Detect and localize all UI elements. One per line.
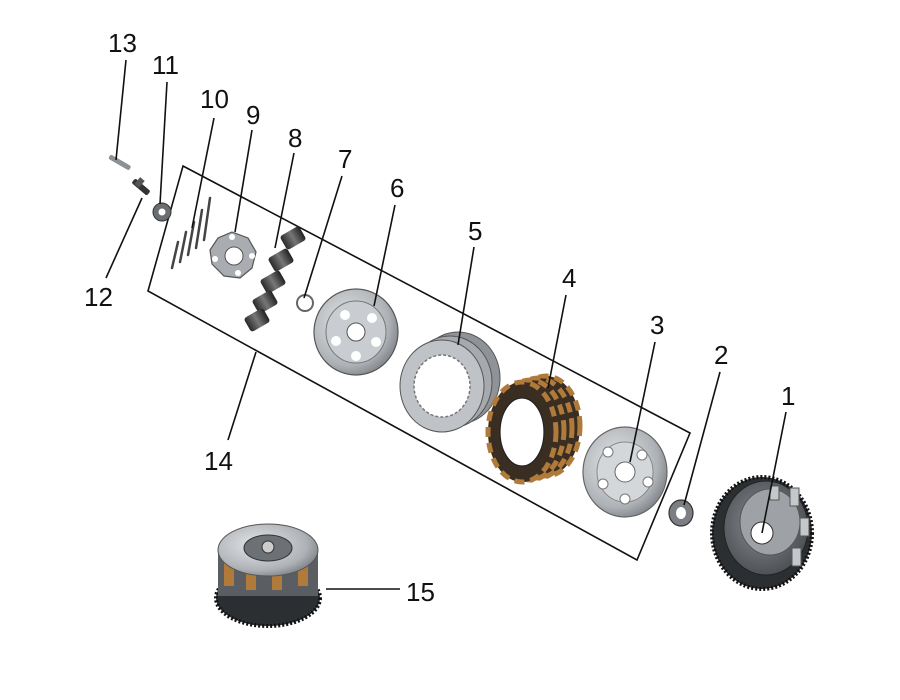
leader-6	[373, 204, 396, 307]
callout-4: 4	[562, 263, 576, 293]
leader-14	[227, 351, 257, 441]
callout-11: 11	[152, 50, 179, 80]
pin-part-13	[108, 155, 131, 170]
leader-8	[274, 152, 295, 249]
steel-plates-part-5	[399, 331, 501, 433]
leader-3	[629, 341, 656, 463]
leader-10	[191, 117, 215, 229]
springs-part-8	[244, 226, 306, 332]
assembled-clutch-part-15	[214, 523, 322, 628]
callout-15: 15	[406, 577, 435, 607]
callout-14: 14	[204, 446, 233, 476]
callout-1: 1	[781, 381, 795, 411]
friction-plates-part-4	[485, 373, 583, 485]
callout-8: 8	[288, 123, 302, 153]
clutch-center-part-3	[582, 426, 668, 518]
pressure-plate-part-6	[313, 288, 399, 376]
thrust-washer-part-2	[668, 499, 694, 527]
callout-6: 6	[390, 173, 404, 203]
callout-3: 3	[650, 310, 664, 340]
callout-9: 9	[246, 100, 260, 130]
leader-5	[457, 246, 475, 346]
assembly-outline-box	[147, 164, 692, 562]
leader-13	[115, 59, 127, 161]
bolts-part-10	[170, 196, 212, 270]
callout-2: 2	[714, 340, 728, 370]
leader-7	[303, 175, 343, 299]
leader-4	[547, 294, 567, 389]
callout-12: 12	[84, 282, 113, 312]
leader-11	[159, 81, 168, 205]
callout-5: 5	[468, 216, 482, 246]
callout-10: 10	[200, 84, 229, 114]
callout-7: 7	[338, 144, 352, 174]
callout-labels: 1 2 3 4 5 6 7 8 9 10 11 12 13 14 15	[84, 28, 795, 607]
bolt-part-12	[132, 177, 150, 195]
leader-9	[234, 129, 253, 233]
leader-lines	[105, 59, 787, 590]
leader-12	[105, 197, 143, 279]
lifter-plate-part-9	[209, 231, 257, 279]
callout-13: 13	[108, 28, 137, 58]
leader-2	[683, 371, 721, 506]
leader-1	[761, 411, 787, 534]
washer-part-11	[152, 202, 172, 222]
